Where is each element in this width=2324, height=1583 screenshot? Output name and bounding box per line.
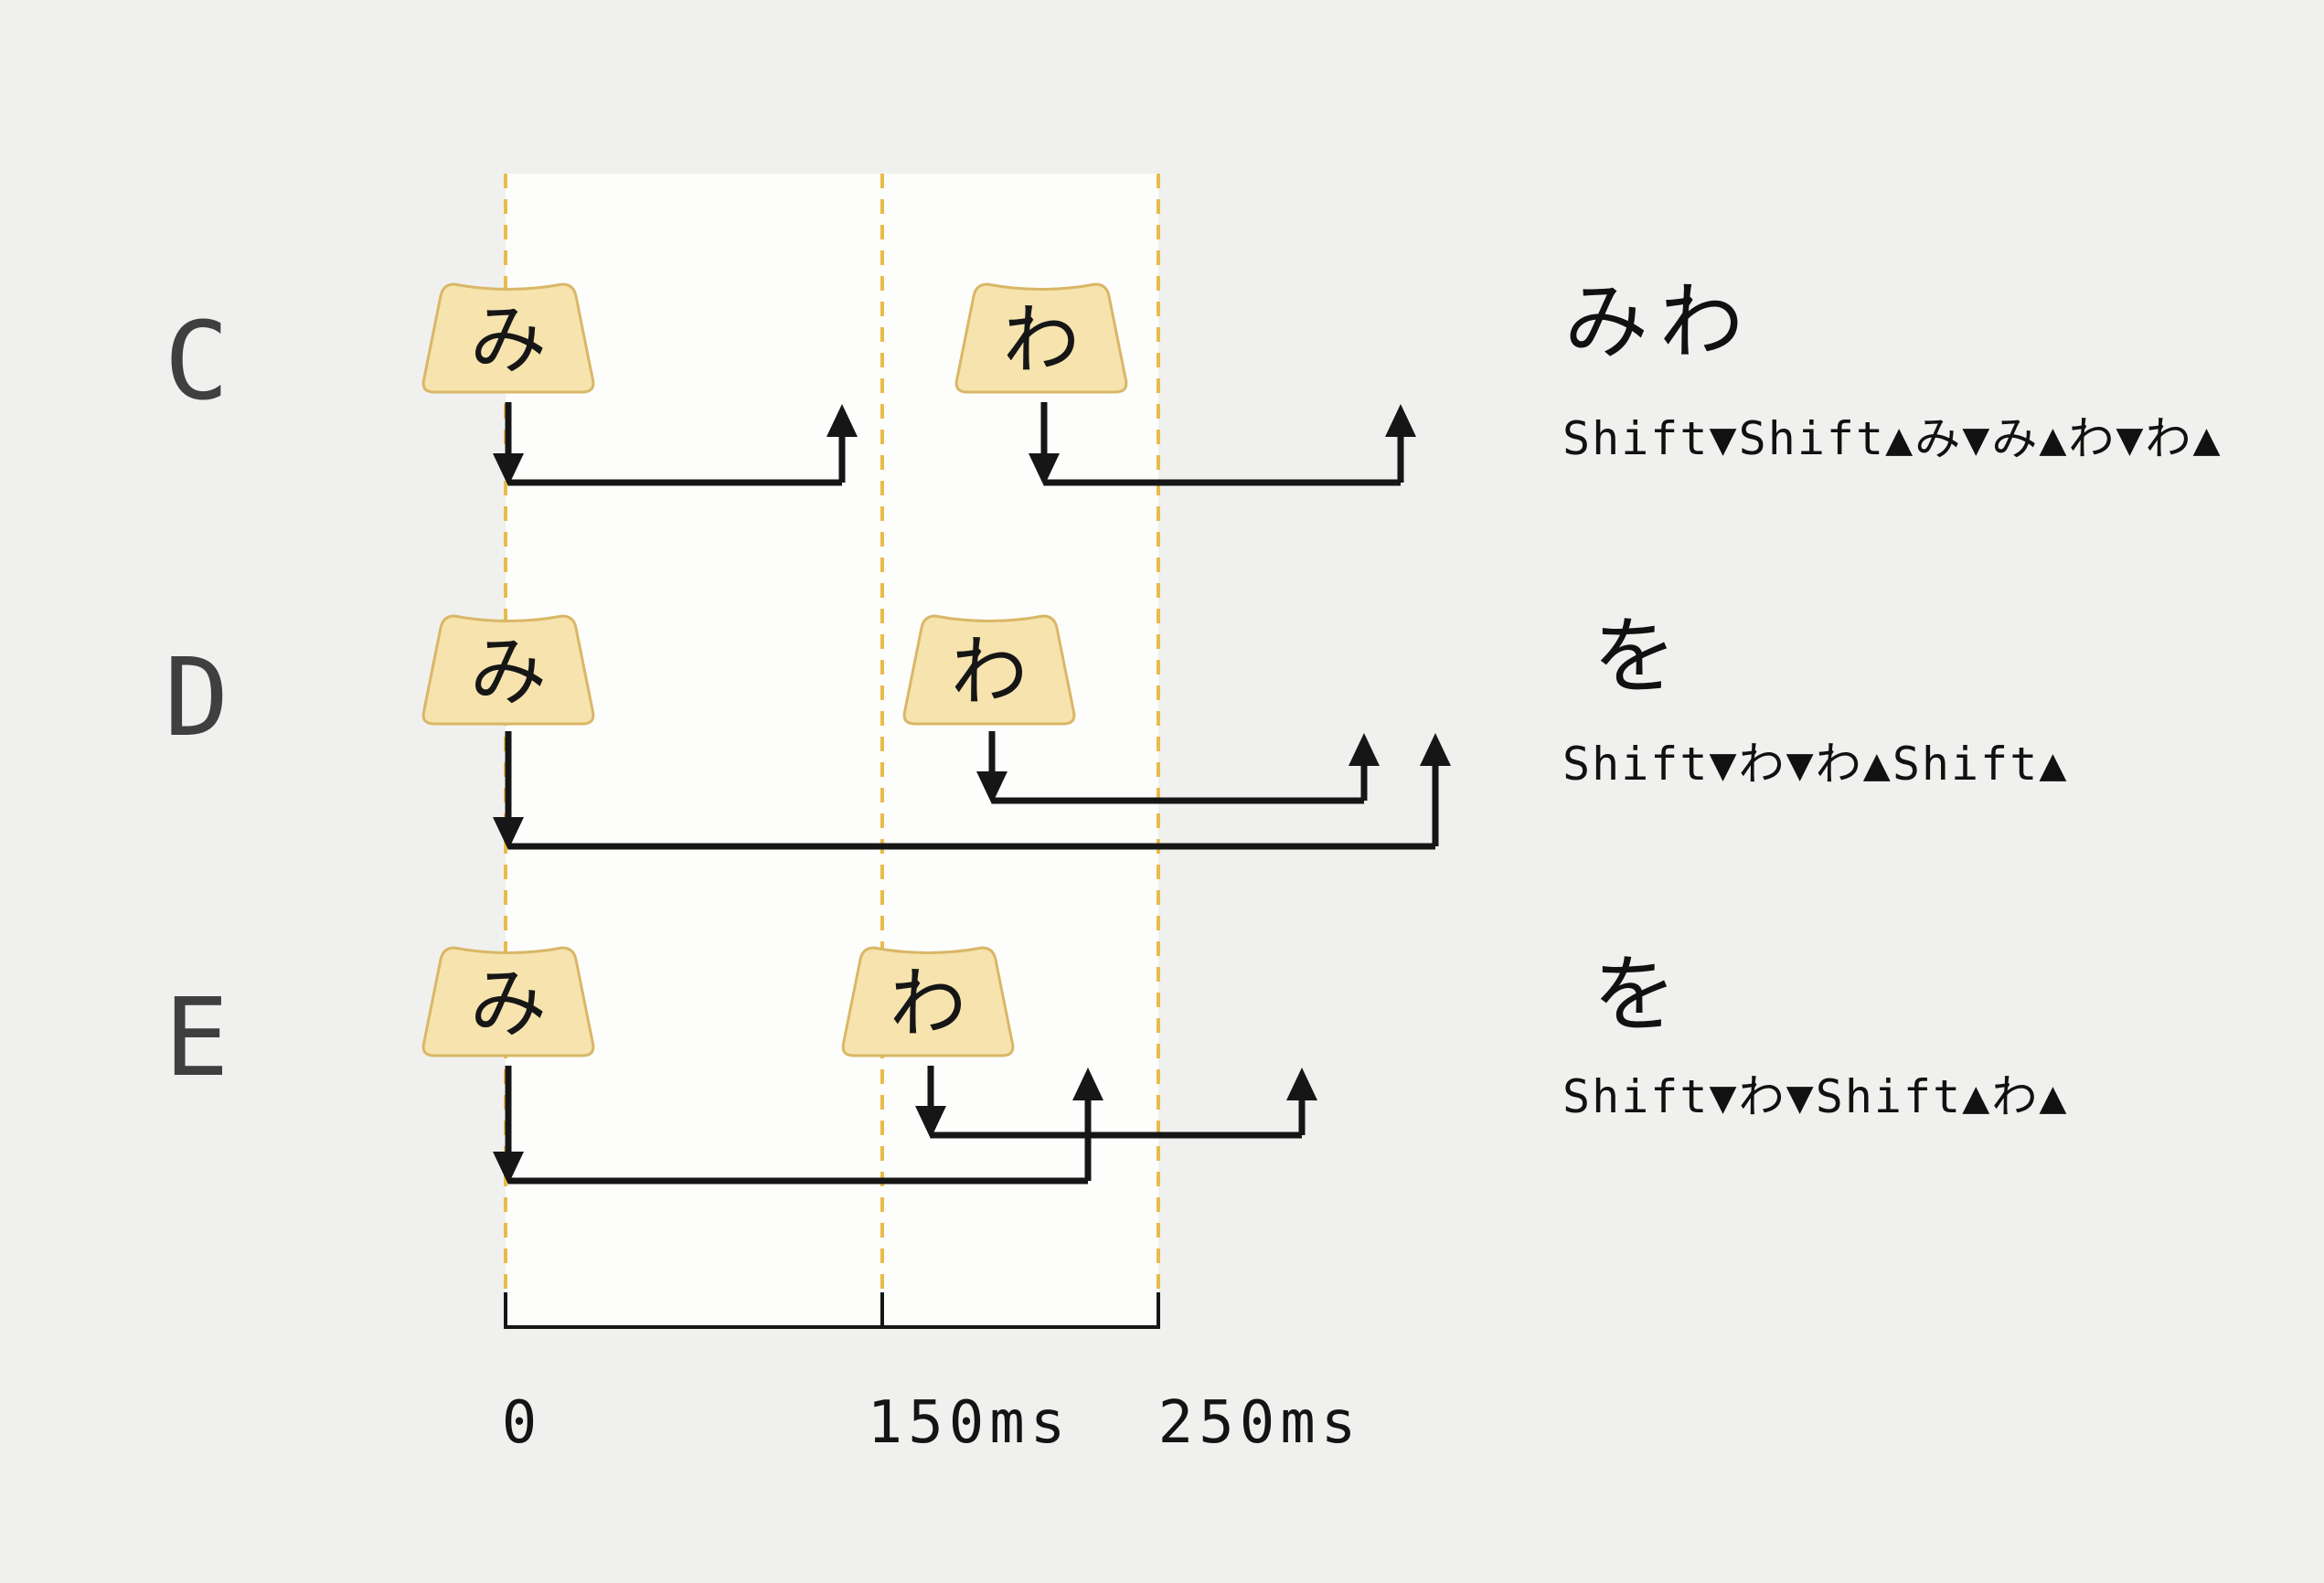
row-label-c: C bbox=[164, 298, 229, 424]
row-c-result: みわ bbox=[1564, 273, 1755, 371]
key-release-arrowhead bbox=[826, 404, 858, 437]
keycap-label-mi: み bbox=[469, 295, 547, 385]
key-press-arrowhead bbox=[493, 817, 524, 850]
row-label-e: E bbox=[164, 974, 229, 1100]
row-label-d: D bbox=[164, 634, 229, 760]
keycap-label-mi: み bbox=[469, 627, 547, 717]
keycap-label-wa: わ bbox=[889, 959, 966, 1048]
row-d-result: を bbox=[1593, 608, 1689, 706]
key-release-arrowhead bbox=[1349, 733, 1380, 766]
row-d-timing bbox=[493, 731, 1451, 850]
row-e-sequence: Shift▼わ▼Shift▲わ▲ bbox=[1562, 1070, 2069, 1123]
key-release-arrowhead bbox=[1072, 1068, 1103, 1100]
key-press-arrowhead bbox=[915, 1106, 946, 1139]
row-e-result: を bbox=[1593, 946, 1689, 1044]
timeline-bracket bbox=[504, 1292, 1160, 1329]
key-press-arrowhead bbox=[1029, 453, 1060, 486]
keycap-label-wa: わ bbox=[950, 627, 1028, 717]
tick-label-250ms: 250ms bbox=[1157, 1389, 1362, 1457]
tick-label-0: 0 bbox=[501, 1389, 543, 1457]
key-release-arrowhead bbox=[1286, 1068, 1317, 1100]
key-press-arrowhead bbox=[493, 453, 524, 486]
row-e-timing bbox=[493, 1066, 1317, 1185]
keycap-label-wa: わ bbox=[1002, 295, 1080, 385]
key-press-arrowhead bbox=[493, 1152, 524, 1185]
row-c-sequence: Shift▼Shift▲み▼み▲わ▼わ▲ bbox=[1562, 412, 2223, 465]
key-release-arrowhead bbox=[1385, 404, 1416, 437]
tick-label-150ms: 150ms bbox=[867, 1389, 1071, 1457]
row-d-sequence: Shift▼わ▼わ▲Shift▲ bbox=[1562, 738, 2069, 791]
row-c-timing bbox=[493, 402, 1416, 486]
key-press-arrowhead bbox=[976, 771, 1007, 804]
key-release-arrowhead bbox=[1420, 733, 1451, 766]
keycap-label-mi: み bbox=[469, 959, 547, 1048]
